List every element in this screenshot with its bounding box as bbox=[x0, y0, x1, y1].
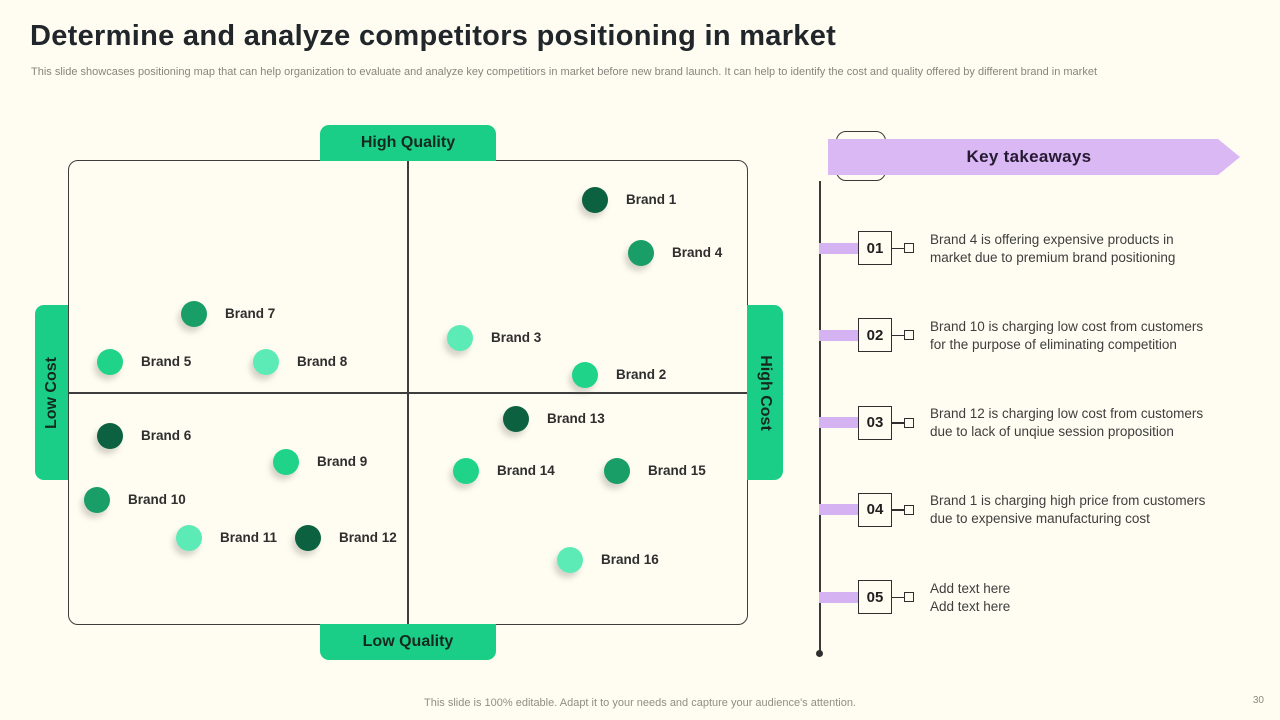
brand-label: Brand 6 bbox=[141, 428, 192, 443]
takeaway-text: Brand 12 is charging low cost from custo… bbox=[930, 406, 1204, 439]
map-horizontal-axis-line bbox=[68, 392, 748, 394]
takeaway-connector-line bbox=[892, 247, 904, 249]
brand-dot bbox=[628, 240, 654, 266]
takeaways-header-text: Key takeaways bbox=[966, 147, 1092, 166]
brand-dot bbox=[84, 487, 110, 513]
brand-label: Brand 3 bbox=[491, 330, 542, 345]
takeaway-connector-line bbox=[892, 334, 904, 337]
brand-label: Brand 10 bbox=[128, 492, 186, 507]
axis-label-text: High Cost bbox=[757, 354, 775, 431]
takeaways-spine-end-dot bbox=[816, 650, 823, 657]
brand-dot bbox=[604, 458, 630, 484]
brand-label: Brand 2 bbox=[616, 367, 667, 382]
brand-dot bbox=[453, 458, 479, 484]
brand-dot bbox=[503, 406, 529, 432]
brand-dot bbox=[253, 349, 279, 375]
brand-label: Brand 7 bbox=[225, 306, 276, 321]
takeaway-accent-bar bbox=[819, 329, 858, 341]
takeaway-connector-square bbox=[904, 504, 914, 515]
takeaway-number-box: 04 bbox=[858, 492, 892, 527]
takeaway-item: 04 Brand 1 is charging high price from cu… bbox=[819, 492, 1259, 528]
brand-dot bbox=[273, 449, 299, 475]
takeaway-text: Brand 10 is charging low cost from custo… bbox=[930, 318, 1204, 352]
brand-label: Brand 16 bbox=[601, 552, 659, 567]
brand-dot bbox=[295, 525, 321, 551]
axis-label-text: Low Quality bbox=[362, 633, 454, 650]
brand-label: Brand 5 bbox=[141, 354, 192, 369]
takeaway-item: 01 Brand 4 is offering expensive products… bbox=[819, 230, 1259, 266]
brand-label: Brand 12 bbox=[339, 530, 397, 545]
brand-dot bbox=[97, 423, 123, 449]
brand-dot bbox=[447, 325, 473, 351]
brand-label: Brand 8 bbox=[297, 354, 348, 369]
takeaway-accent-bar bbox=[819, 417, 858, 428]
brand-dot bbox=[176, 525, 202, 551]
brand-label: Brand 13 bbox=[547, 411, 605, 426]
brand-label: Brand 1 bbox=[626, 192, 677, 207]
page-subtitle: This slide showcases positioning map tha… bbox=[31, 66, 1097, 78]
takeaway-number-box: 01 bbox=[858, 231, 892, 265]
slide-footer-note: This slide is 100% editable. Adapt it to… bbox=[424, 697, 856, 709]
takeaway-number-box: 02 bbox=[858, 318, 892, 353]
takeaway-number-box: 03 bbox=[858, 405, 892, 440]
brand-label: Brand 15 bbox=[648, 463, 706, 478]
takeaway-connector-square bbox=[904, 330, 914, 341]
brand-dot bbox=[582, 187, 608, 213]
takeaway-connector-square bbox=[904, 243, 914, 253]
takeaway-connector-line bbox=[892, 596, 904, 598]
axis-label-low-quality: Low Quality bbox=[320, 624, 496, 660]
brand-label: Brand 14 bbox=[497, 463, 555, 478]
takeaway-connector-square bbox=[904, 592, 914, 602]
takeaway-accent-bar bbox=[819, 242, 858, 254]
takeaway-accent-bar bbox=[819, 591, 858, 603]
brand-label: Brand 11 bbox=[220, 530, 278, 545]
takeaway-text: Brand 1 is charging high price from cust… bbox=[930, 493, 1206, 527]
brand-label: Brand 9 bbox=[317, 454, 368, 469]
brand-dot bbox=[557, 547, 583, 573]
page-number: 30 bbox=[1252, 695, 1264, 706]
takeaway-number-box: 05 bbox=[858, 580, 892, 614]
takeaways-spine-line bbox=[819, 181, 821, 652]
brand-dot bbox=[572, 362, 598, 388]
axis-label-low-cost: Low Cost bbox=[35, 305, 68, 480]
takeaway-text: Brand 4 is offering expensive products i… bbox=[930, 231, 1176, 265]
takeaway-item: 03 Brand 12 is charging low cost from cus… bbox=[819, 405, 1259, 441]
axis-label-text: High Quality bbox=[360, 134, 456, 151]
takeaway-accent-bar bbox=[819, 504, 858, 516]
brand-label: Brand 4 bbox=[672, 245, 723, 260]
takeaways-header-banner: Key takeaways bbox=[828, 139, 1240, 175]
axis-label-text: Low Cost bbox=[42, 356, 60, 429]
brand-dot bbox=[181, 301, 207, 327]
axis-label-high-cost: High Cost bbox=[747, 305, 783, 480]
takeaway-connector-line bbox=[892, 422, 904, 424]
takeaway-item: 02 Brand 10 is charging low cost from cus… bbox=[819, 317, 1259, 353]
brand-dot bbox=[97, 349, 123, 375]
takeaway-connector-square bbox=[904, 417, 914, 428]
page-title: Determine and analyze competitors positi… bbox=[30, 20, 837, 52]
takeaway-connector-line bbox=[892, 509, 904, 511]
axis-label-high-quality: High Quality bbox=[320, 125, 496, 161]
